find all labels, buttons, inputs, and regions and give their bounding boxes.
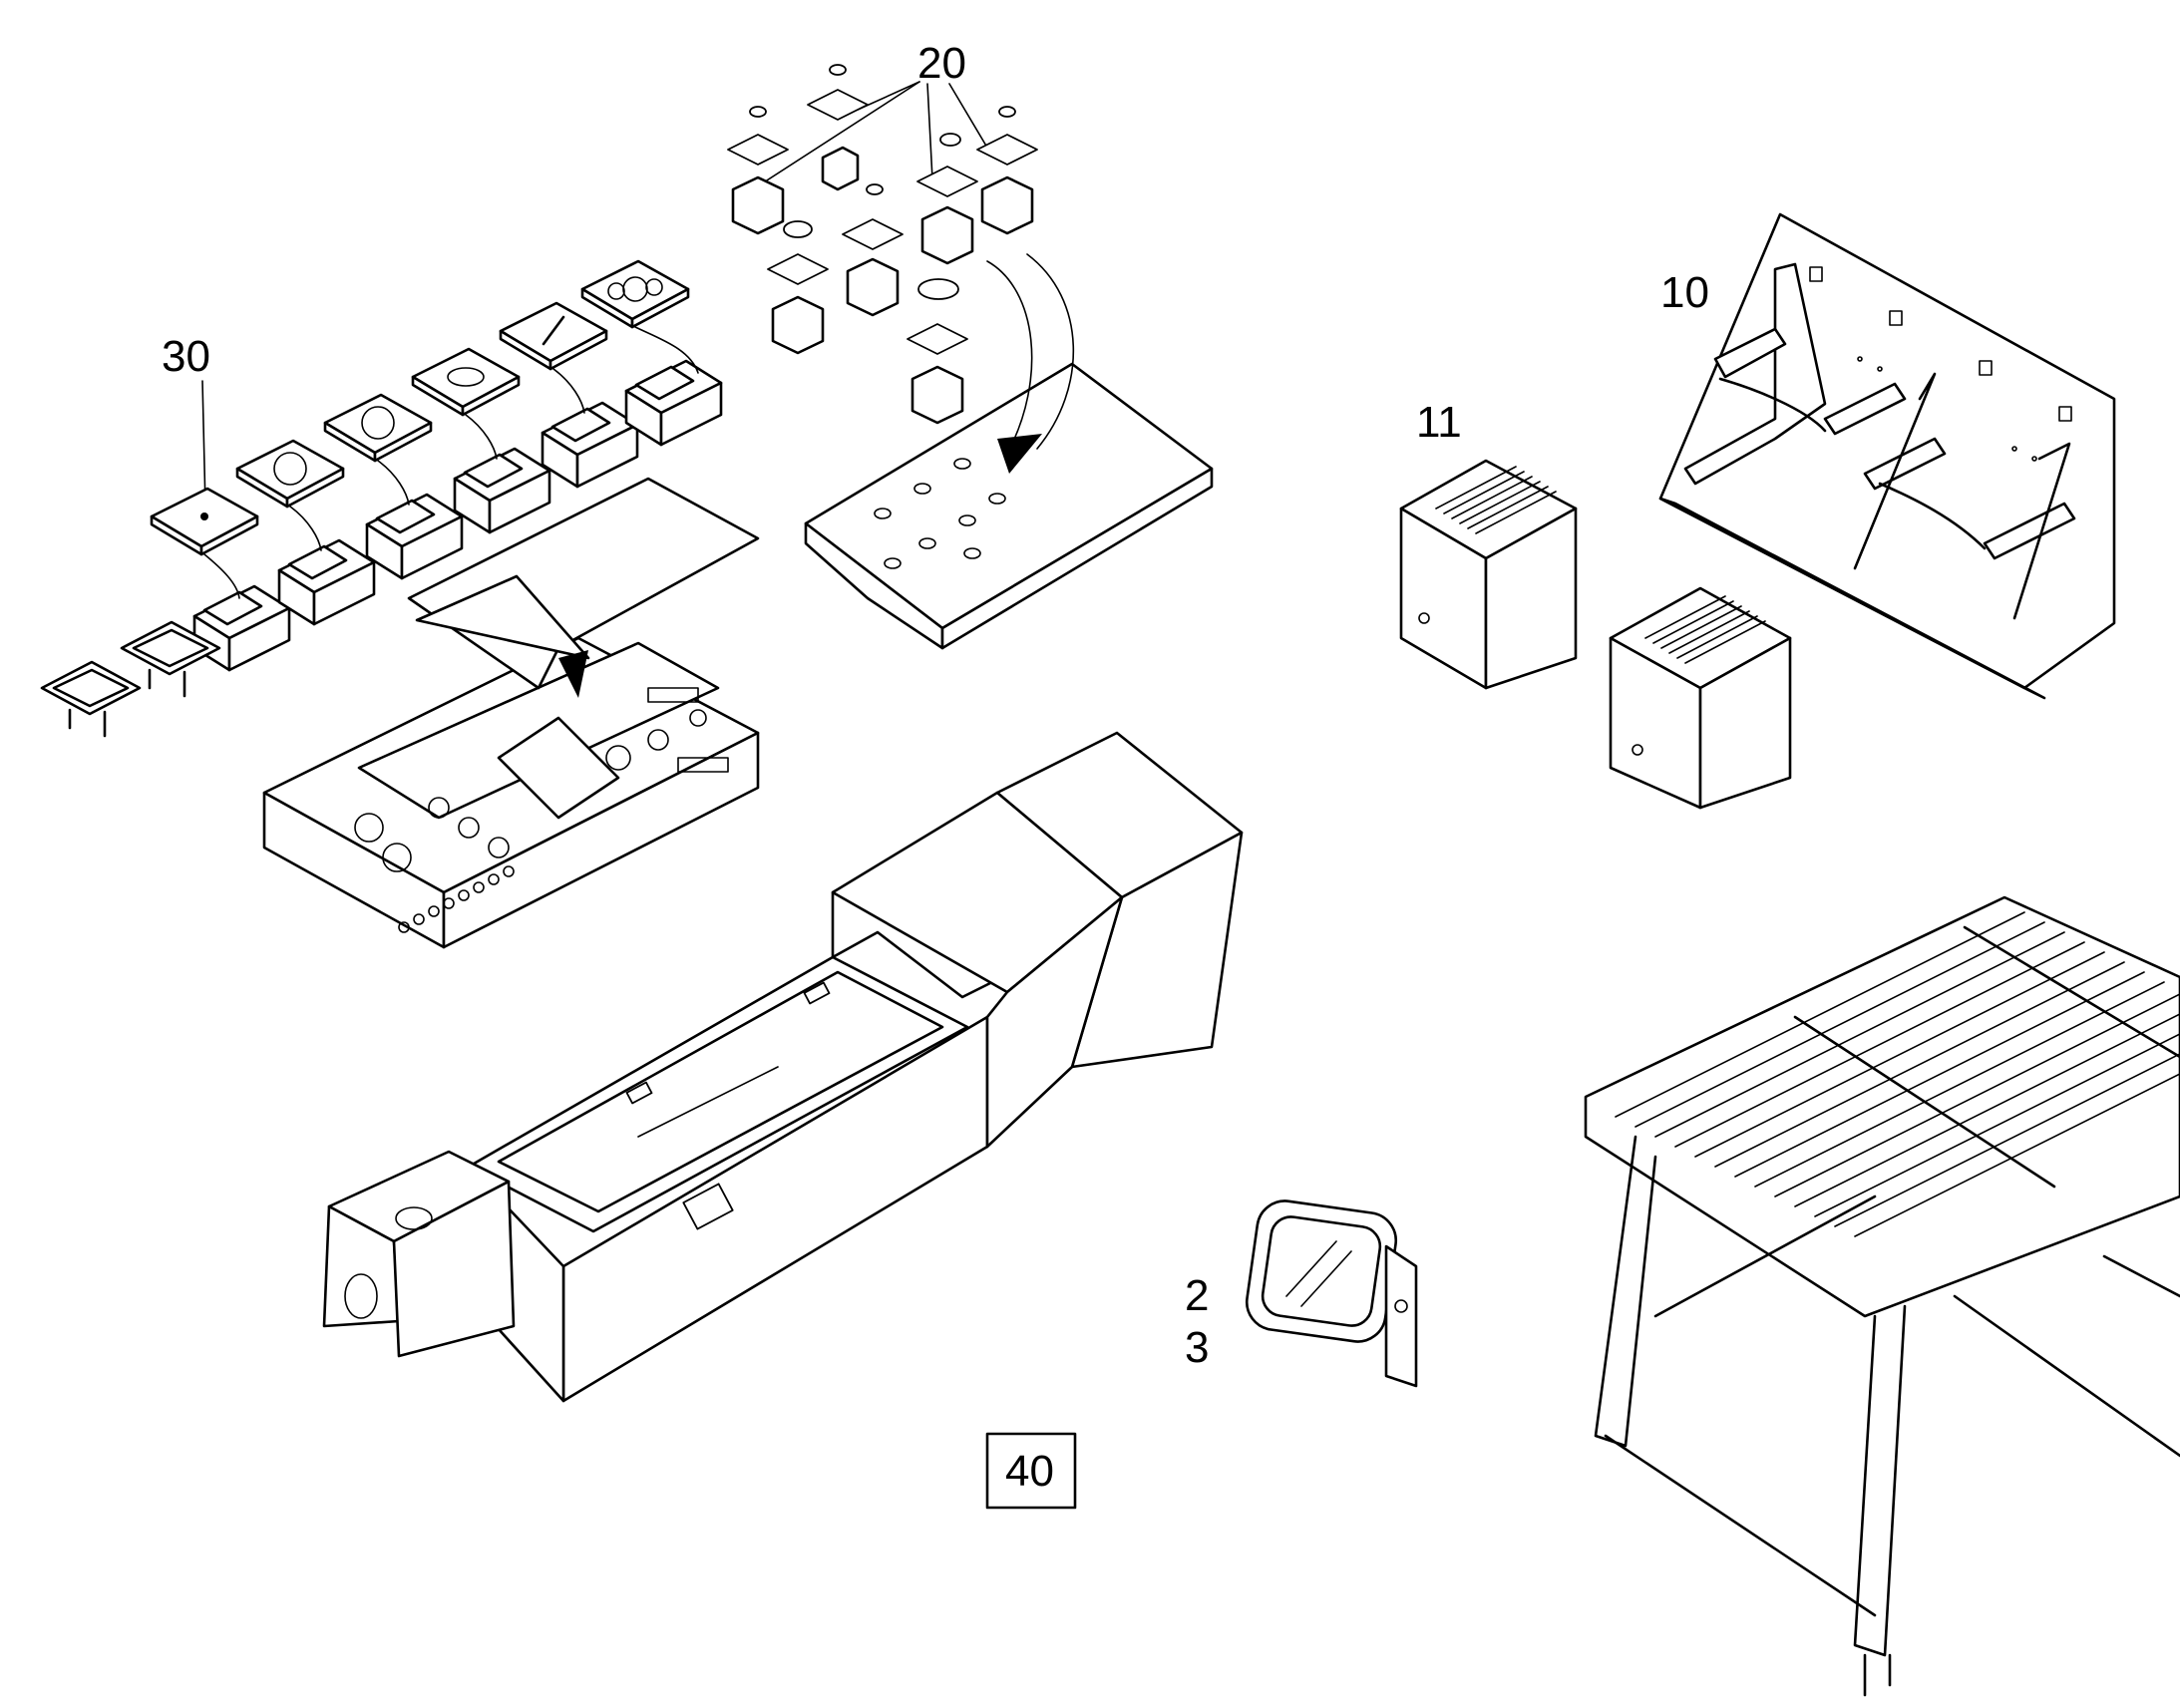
switch-cap-blank <box>150 487 259 556</box>
assembly-arrows-caps <box>203 326 699 599</box>
assembly-arrow-dashboard <box>415 574 590 698</box>
switch-cap-electric <box>235 439 345 509</box>
cab-roof-frame <box>1584 895 2180 1697</box>
item-40-box: 40 <box>985 1432 1077 1510</box>
electronic-box-item-11-b <box>1609 586 1792 810</box>
rocker-switch-4 <box>453 447 551 534</box>
callout-3: 3 <box>1185 1323 1209 1372</box>
callout-40: 40 <box>1005 1447 1054 1496</box>
switch-cap-wiper <box>499 301 608 371</box>
rocker-switch-2 <box>277 538 376 626</box>
leader-line-30 <box>201 380 206 510</box>
switch-cap-oil <box>411 347 521 417</box>
switch-plate <box>804 253 1214 650</box>
callout-30: 30 <box>162 332 210 381</box>
electronic-box-item-11-a <box>1399 459 1578 690</box>
mounting-bracket-item-10 <box>1658 212 2116 700</box>
rocker-switch-5 <box>541 401 639 489</box>
rocker-switch-3 <box>365 493 464 580</box>
work-light-item-2-3 <box>1245 1199 1418 1388</box>
callout-2: 2 <box>1185 1271 1209 1320</box>
console-body-item-40 <box>322 731 1244 1403</box>
callout-11: 11 <box>1416 398 1462 447</box>
pushbutton-parts-item-20 <box>727 64 1038 425</box>
dashboard-panel <box>262 477 760 949</box>
rocker-switch-1 <box>192 584 291 672</box>
switch-cap-fan <box>580 259 690 329</box>
switch-caps-item-30 <box>40 259 723 738</box>
blank-plug-2 <box>120 620 221 698</box>
callout-10: 10 <box>1660 268 1709 317</box>
callout-20: 20 <box>917 39 966 88</box>
rocker-switch-6 <box>624 359 723 447</box>
switch-cap-h <box>323 393 433 463</box>
blank-plug-1 <box>40 660 142 738</box>
